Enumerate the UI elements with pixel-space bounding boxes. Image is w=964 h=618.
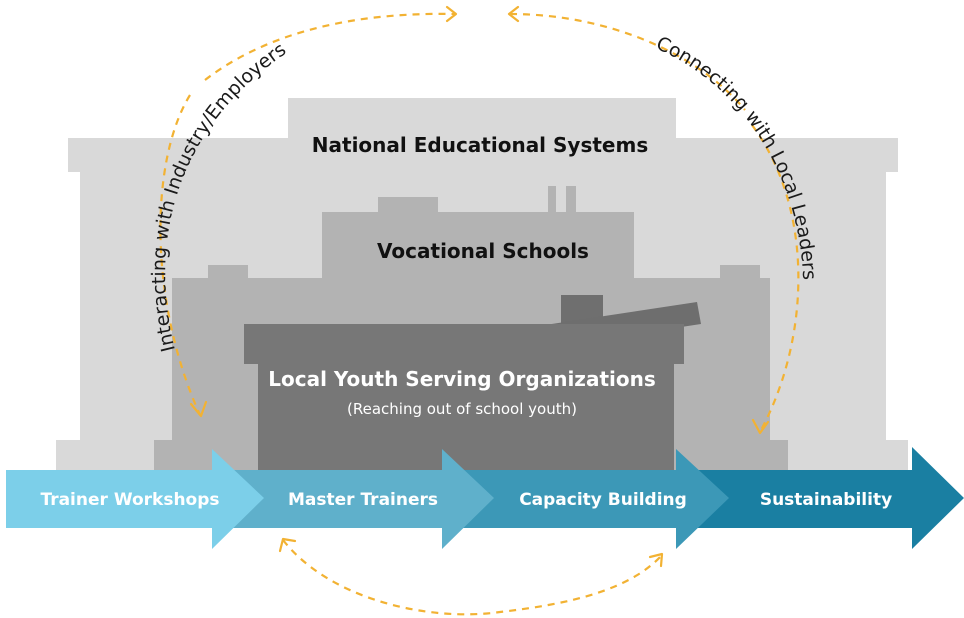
step-arrow-master-trainers [212,449,494,549]
local-organizations-title: Local Youth Serving Organizations [268,367,656,391]
local-lower-block [258,364,674,470]
step-label-sustainability: Sustainability [760,490,892,510]
progression-arrows [6,447,964,549]
step-label-trainer-workshops: Trainer Workshops [40,490,219,510]
arrowhead-top-right-icon [507,5,520,23]
step-arrow-capacity-building [444,449,729,549]
local-organizations-building [244,295,701,470]
bottom-arc [282,539,663,616]
step-label-master-trainers: Master Trainers [288,490,438,510]
step-arrow-trainer-workshops [6,449,264,549]
step-label-capacity-building: Capacity Building [519,490,687,510]
local-upper-block [244,324,684,364]
arrowhead-left-down-icon [189,400,208,418]
left-arc [159,94,202,416]
right-arc [751,124,800,433]
arrowhead-bottom-left-icon [278,537,297,553]
arrowhead-right-down-icon [751,418,770,435]
local-organizations-subtitle: (Reaching out of school youth) [347,400,577,418]
arrowhead-top-left-icon [445,5,458,23]
top-arc [204,12,456,81]
national-systems-title: National Educational Systems [312,133,648,157]
arrowhead-bottom-right-icon [648,552,664,568]
feedback-cycle [159,5,800,616]
vocational-schools-title: Vocational Schools [377,239,589,263]
step-arrow-sustainability [678,447,964,549]
